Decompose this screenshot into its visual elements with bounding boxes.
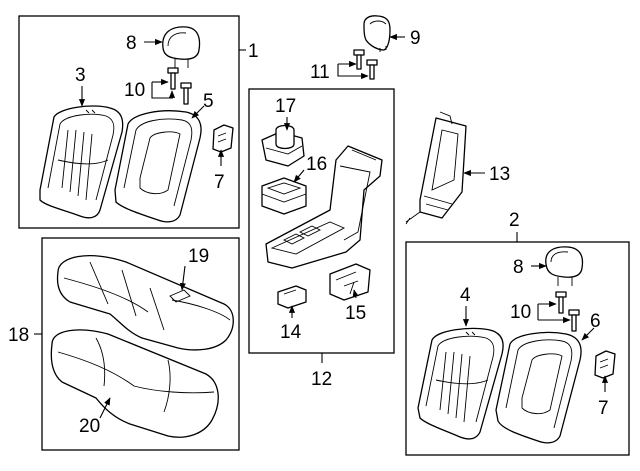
callout-3: 3 (75, 65, 86, 86)
callout-17: 17 (275, 96, 296, 117)
callout-12: 12 (311, 369, 332, 390)
seat-back-cover-3 (39, 105, 124, 219)
callout-15: 15 (345, 303, 366, 324)
headrest-8-left (162, 26, 201, 68)
switch-15 (329, 263, 371, 301)
callout-11: 11 (310, 62, 330, 83)
callout-8-left: 8 (126, 33, 137, 54)
seat-back-frame-5 (114, 110, 202, 223)
callout-1: 1 (248, 41, 259, 62)
callout-5: 5 (203, 91, 214, 112)
callout-9: 9 (410, 28, 421, 49)
seat-back-frame-6 (495, 331, 582, 444)
group-box-18 (41, 237, 240, 451)
clip-7-right (594, 350, 616, 379)
callout-4: 4 (460, 285, 471, 306)
callout-18: 18 (8, 325, 29, 346)
callout-20: 20 (79, 416, 100, 437)
armrest-assembly-12 (265, 145, 383, 269)
switch-14 (277, 285, 307, 309)
headrest-9 (363, 15, 391, 52)
callout-13: 13 (489, 164, 510, 185)
callout-16: 16 (306, 154, 327, 175)
cushion-frame-20 (50, 329, 219, 438)
seat-back-cover-4 (417, 327, 504, 440)
callout-19: 19 (188, 246, 209, 267)
cushion-cover-19 (56, 255, 234, 351)
cup-holder-16 (261, 177, 307, 215)
callout-10-left: 10 (124, 80, 145, 101)
clip-7-left (212, 124, 234, 153)
bolts-10-right (555, 291, 580, 332)
callout-7-left: 7 (214, 172, 225, 193)
callout-7-right: 7 (598, 398, 609, 419)
switch-17 (261, 124, 305, 167)
bolts-10-left (167, 67, 192, 105)
callout-2: 2 (509, 210, 520, 231)
callout-6: 6 (590, 311, 601, 332)
callout-10-right: 10 (510, 302, 531, 323)
bolts-11 (353, 49, 378, 80)
callout-8-right: 8 (513, 257, 524, 278)
callout-14: 14 (280, 322, 302, 343)
group-box-1 (18, 15, 240, 229)
frame-13 (405, 111, 467, 225)
headrest-8-right (545, 246, 584, 286)
